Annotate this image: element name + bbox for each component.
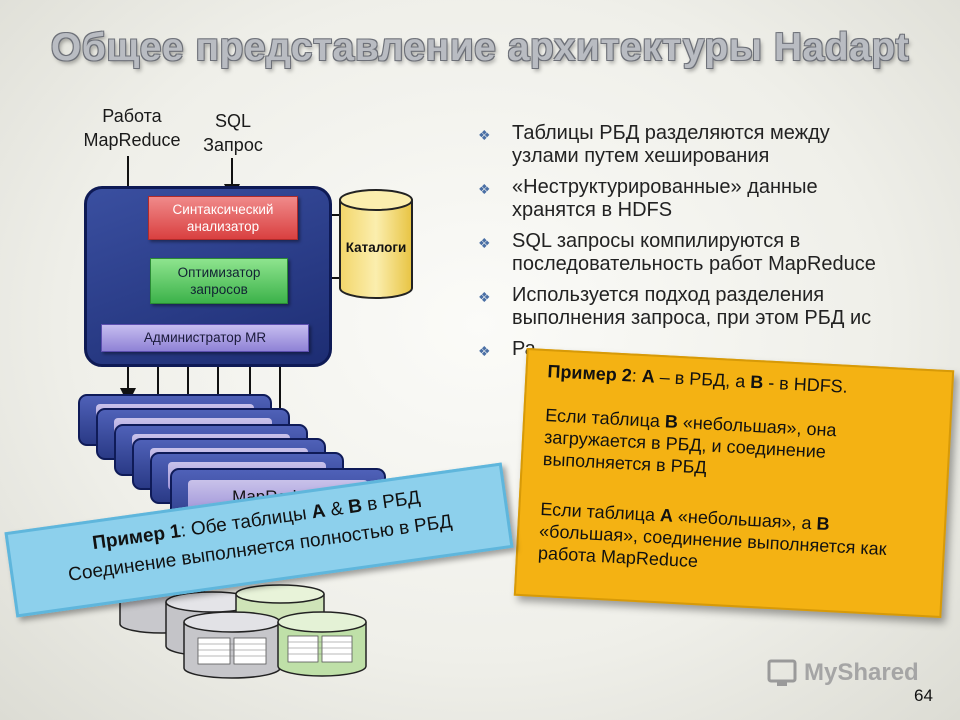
mr-admin-box: Администратор MR — [101, 324, 309, 352]
example-2-heading: Пример 2: А – в РБД, а В - в HDFS. — [547, 361, 952, 403]
parser-line1: Синтаксический — [149, 201, 297, 218]
mapreduce-job-label: Работа MapReduce — [70, 104, 194, 152]
slide-title: Общее представление архитектуры Hadapt — [0, 26, 960, 70]
page-number: 64 — [914, 686, 933, 706]
sql-query-line2: Запрос — [190, 133, 276, 157]
mr-admin-label: Администратор MR — [144, 330, 266, 345]
syntax-parser-box: Синтаксический анализатор — [148, 196, 298, 240]
example-2-paragraph-1: Если таблица В «небольшая», она загружае… — [542, 404, 925, 490]
optimizer-line1: Оптимизатор — [151, 264, 287, 281]
bullet-item: ❖«Неструктурированные» данные хранятся в… — [478, 176, 898, 222]
query-optimizer-box: Оптимизатор запросов — [150, 258, 288, 304]
mapreduce-job-line2: MapReduce — [70, 128, 194, 152]
mysshared-logo-icon — [766, 656, 800, 690]
bullet-item: ❖Таблицы РБД разделяются между узлами пу… — [478, 122, 898, 168]
example-2-callout: Пример 2: А – в РБД, а В - в HDFS. Если … — [514, 348, 954, 618]
bullet-item: ❖Используется подход разделения выполнен… — [478, 284, 898, 330]
catalog-label: Каталоги — [336, 240, 416, 255]
diamond-bullet-icon: ❖ — [478, 178, 491, 201]
parser-line2: анализатор — [149, 218, 297, 235]
optimizer-line2: запросов — [151, 281, 287, 298]
bullet-item: ❖SQL запросы компилируются в последовате… — [478, 230, 898, 276]
mapreduce-job-line1: Работа — [70, 104, 194, 128]
example-2-paragraph-2: Если таблица А «небольшая», а В «большая… — [538, 498, 921, 584]
diamond-bullet-icon: ❖ — [478, 340, 491, 363]
watermark-logo: MyShared — [766, 656, 926, 692]
diamond-bullet-icon: ❖ — [478, 124, 491, 147]
diamond-bullet-icon: ❖ — [478, 232, 491, 255]
sql-query-line1: SQL — [190, 109, 276, 133]
watermark-text: MyShared — [804, 659, 919, 687]
bullet-list: ❖Таблицы РБД разделяются между узлами пу… — [478, 122, 898, 369]
sql-query-label: SQL Запрос — [190, 109, 276, 157]
diamond-bullet-icon: ❖ — [478, 286, 491, 309]
